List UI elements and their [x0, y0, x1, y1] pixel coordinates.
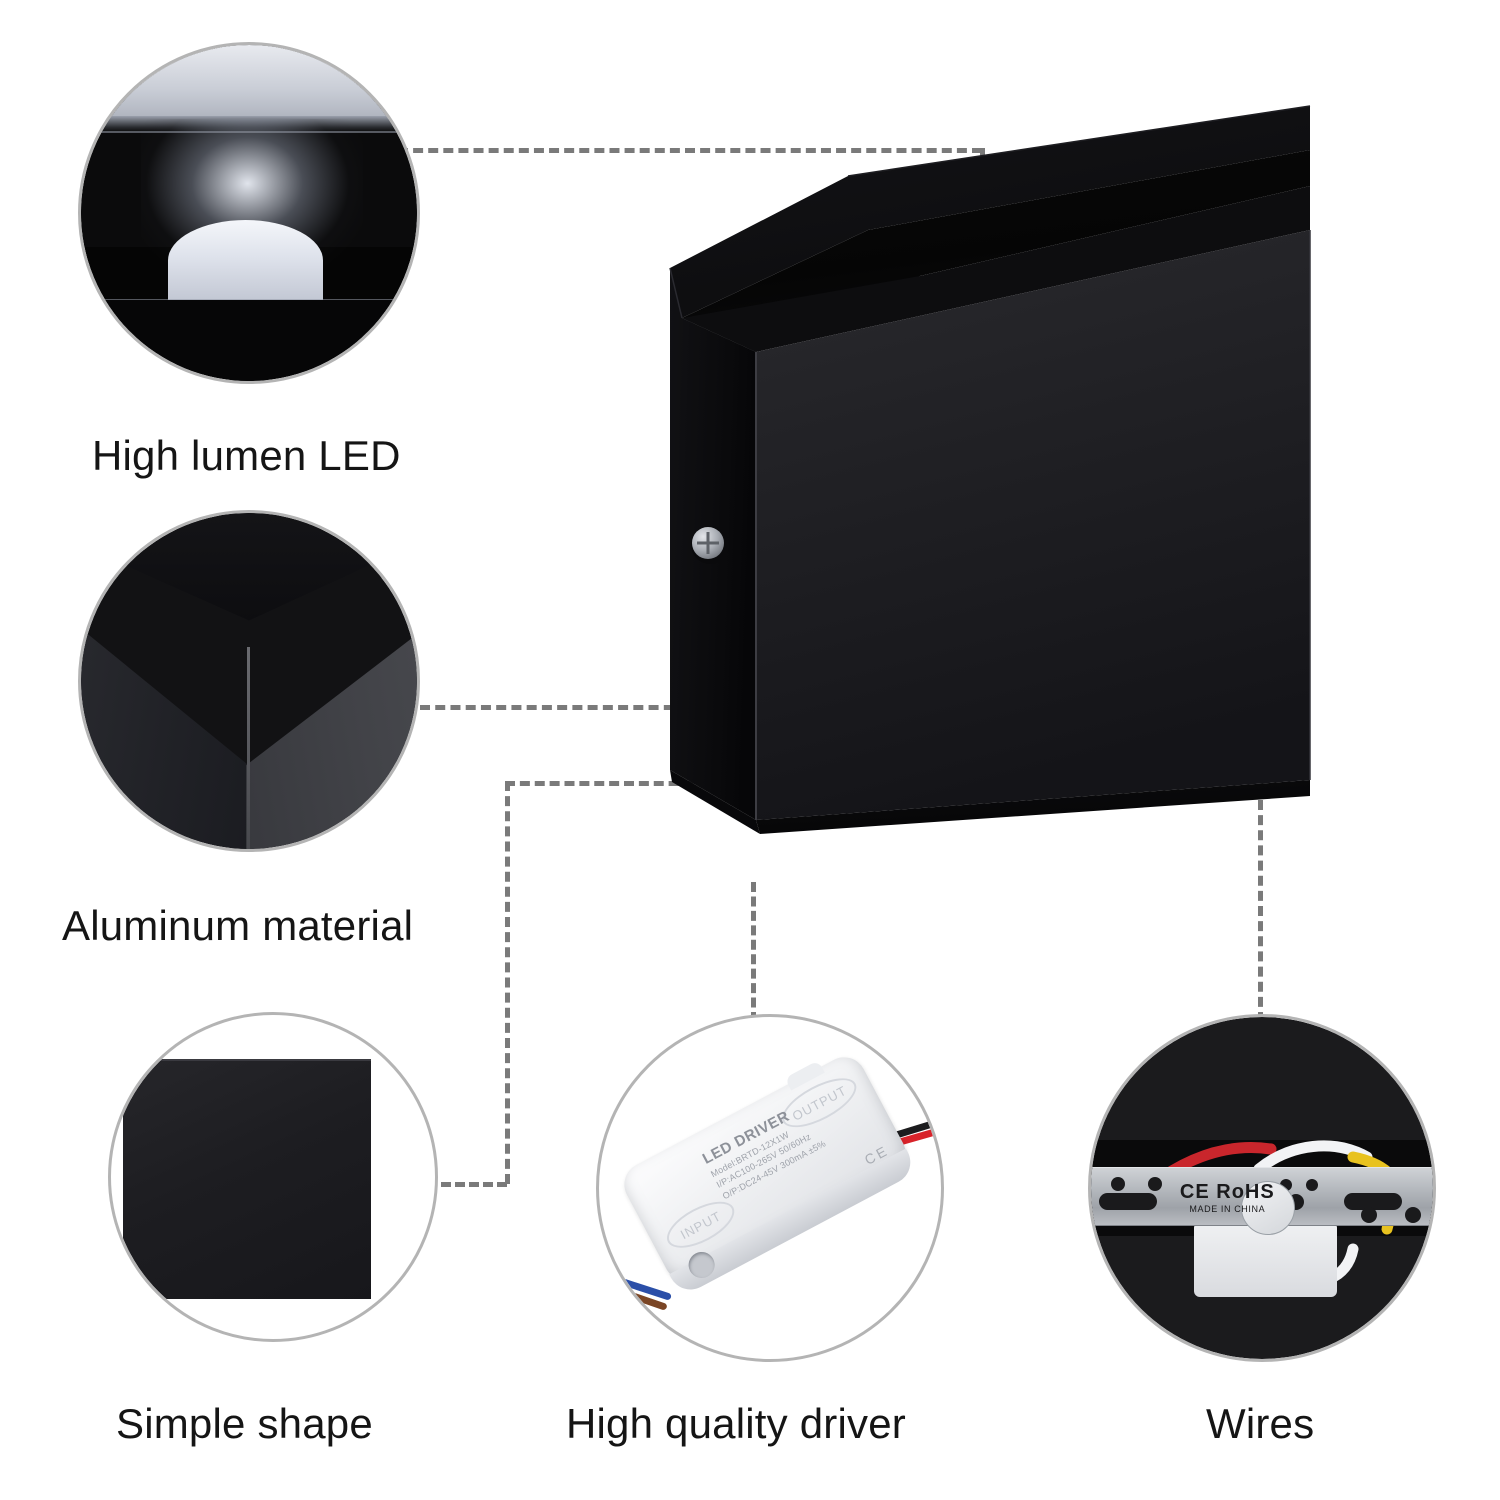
driver-housing: INPUT OUTPUT LED DRIVER Model:BRTD-12X1W… — [616, 1049, 919, 1298]
lamp-illustration — [669, 105, 1311, 834]
lamp-bottom-edge — [756, 780, 1310, 834]
caption-aluminum-material: Aluminum material — [62, 902, 414, 949]
lamp-far-top-edge — [847, 105, 1311, 177]
shape-connector-horizontal-top — [505, 781, 753, 786]
wires-bracket-icon: CE RoHS MADE IN CHINA — [1091, 1017, 1433, 1359]
phillips-screw-icon — [691, 526, 729, 564]
led-connector-horizontal — [398, 148, 982, 153]
wires-connector-vertical — [1258, 800, 1263, 1022]
black-square-icon — [111, 1015, 435, 1339]
caption-simple-shape: Simple shape — [116, 1400, 373, 1447]
led-driver-icon: INPUT OUTPUT LED DRIVER Model:BRTD-12X1W… — [599, 1017, 941, 1359]
lamp-top-rim-far — [670, 106, 1310, 318]
caption-high-lumen-led: High lumen LED — [92, 432, 401, 479]
caption-high-quality-driver: High quality driver — [566, 1400, 906, 1447]
feature-circle-wires[interactable]: CE RoHS MADE IN CHINA — [1088, 1014, 1436, 1362]
lamp-front-face — [756, 230, 1310, 820]
lamp-left-bottom-edge — [670, 770, 760, 834]
bracket-marking: CE RoHS MADE IN CHINA — [1180, 1181, 1275, 1214]
aluminum-connector-horizontal — [420, 705, 750, 710]
bracket-certification: CE RoHS — [1179, 1181, 1275, 1204]
driver-connector-vertical — [751, 882, 756, 1022]
bracket-origin: MADE IN CHINA — [1189, 1204, 1266, 1215]
led-closeup-icon — [81, 45, 417, 381]
feature-circle-high-lumen-led[interactable] — [78, 42, 420, 384]
product-lamp — [660, 80, 1360, 900]
feature-circle-high-quality-driver[interactable]: INPUT OUTPUT LED DRIVER Model:BRTD-12X1W… — [596, 1014, 944, 1362]
caption-wires: Wires — [1206, 1400, 1315, 1447]
shape-connector-horizontal-low — [441, 1182, 507, 1187]
driver-spec-text: LED DRIVER Model:BRTD-12X1W I/P:AC100-26… — [699, 1081, 858, 1201]
aluminum-corner-icon — [81, 513, 417, 849]
feature-circle-aluminum-material[interactable] — [78, 510, 420, 852]
lamp-top-left-edge — [669, 267, 683, 319]
bracket-knockout — [1241, 1181, 1296, 1236]
lamp-top-rim-near — [682, 186, 1310, 352]
shape-connector-vertical — [505, 781, 510, 1184]
white-wire-top — [1253, 1140, 1373, 1175]
feature-circle-simple-shape[interactable] — [108, 1012, 438, 1342]
